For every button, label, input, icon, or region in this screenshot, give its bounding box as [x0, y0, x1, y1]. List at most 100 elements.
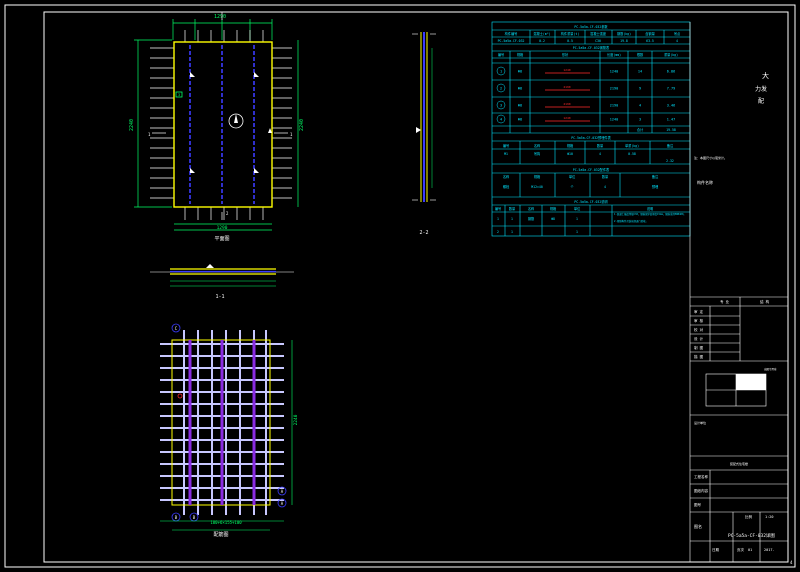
t1-h2: 构件重量(t) — [561, 31, 580, 36]
t3-h1: 名称 — [534, 143, 541, 148]
left-rebar-stubs — [150, 47, 174, 199]
t3-h5: 备注 — [667, 143, 674, 148]
t3-r3: 4 — [599, 152, 601, 156]
grid-a: A — [281, 489, 284, 494]
t4-r1: M12×40 — [531, 185, 543, 189]
tb-col1: 专 业 — [720, 299, 730, 304]
plan-right-dim: 2240 — [299, 119, 305, 131]
section-mark-1-right: 1 — [290, 132, 293, 137]
t2-r3-c0: 4 — [500, 118, 502, 122]
t2-r3-c2: 1240 — [563, 116, 570, 120]
t1-r2: 0.5 — [567, 39, 573, 43]
t2-r1-c5: 7.79 — [667, 87, 675, 91]
t5-h0: 编号 — [495, 206, 501, 211]
t1-r6: 4 — [676, 39, 678, 43]
t2-h2: 形状 — [562, 52, 569, 57]
t2-h1: 规格 — [517, 52, 524, 57]
t5-r1-note: 2.预制构件吊装前须进行验收。 — [614, 219, 648, 223]
t5-r0-note: 1.混凝土强度等级C30，钢筋保护层厚度15mm，钢筋采用HRB400。 — [614, 212, 686, 216]
t5-h2: 名称 — [528, 206, 535, 211]
tb-drawing-no-label: 图号 — [694, 502, 702, 507]
t2-h3: 长度(mm) — [607, 52, 621, 57]
t2-r3-c1: Φ8 — [518, 118, 522, 122]
t3-r2: Φ10 — [567, 152, 573, 156]
section-2-2: 2-2 — [412, 32, 436, 236]
t3-title: PC-5a5a-CF-032预埋件表 — [571, 135, 611, 140]
t1-r1: 0.2 — [539, 39, 545, 43]
right-rebar-stubs — [272, 47, 292, 199]
section-1-label: 1-1 — [215, 294, 224, 300]
tb-project-title: 工程名称 — [694, 474, 708, 479]
t5-r1-c1: 1 — [511, 230, 513, 234]
t2-r0-c4: 14 — [638, 70, 642, 74]
t2-h0: 编号 — [498, 52, 504, 57]
notes-area: 大 力发 配 注：本图尺寸以毫米计。 构件名称 — [694, 71, 769, 185]
tb-sheet-label: 页次 — [737, 547, 745, 552]
t3-total: 2.32 — [666, 159, 674, 163]
plan-left-dim: 2240 — [129, 119, 135, 131]
t1-h5: 含钢量 — [645, 31, 655, 36]
t5-r1-c4: 1 — [576, 230, 578, 234]
t5-r0-c3: Φ8 — [551, 217, 555, 221]
t4-r4: 预埋 — [652, 184, 659, 189]
rebar-bottom-detail-dim: 100+6×155+100 — [210, 520, 242, 525]
tb-content-label: 图纸内容 — [694, 488, 708, 493]
tb-project-value: 装配式住宅楼 — [730, 461, 748, 466]
plan-top-dim: 1290 — [214, 14, 226, 20]
t1-title: PC-5a5a-CF-032参数 — [574, 24, 608, 29]
t2-r0-c3: 1240 — [610, 70, 618, 74]
rebar-layout: C A A B B 2240 100+6×155+100 配筋图 — [160, 323, 299, 538]
t4-r2: 个 — [570, 185, 574, 189]
t3-r4: 0.58 — [628, 152, 636, 156]
tb-col2: 结 构 — [760, 299, 770, 304]
tb-date-value: 2017. — [764, 548, 775, 552]
tb-scale: 1:20 — [765, 515, 773, 519]
t2-r1-c1: Φ8 — [518, 87, 522, 91]
section-mark-2: 2 — [226, 211, 229, 216]
tb-row-0: 审 定 — [694, 309, 704, 314]
t1-h6: 吊点 — [674, 31, 681, 36]
t2-r3-c5: 1.47 — [667, 118, 675, 122]
t4-h4: 备注 — [652, 174, 659, 179]
t5-title: PC-5a5a-CF-032说明 — [574, 199, 607, 204]
tb-title-label: 图名 — [694, 523, 702, 529]
t4-r3: 4 — [604, 185, 606, 189]
t4-title: PC-5a5a-CF-032配件表 — [573, 167, 610, 172]
tb-row-2: 校 对 — [694, 327, 704, 332]
rebar-right-dim: 2240 — [293, 414, 299, 425]
t2-title: PC-5a5a-CF-032钢筋表 — [573, 45, 610, 50]
tb-row-3: 设 计 — [694, 336, 704, 341]
t2-r0-c1: Φ8 — [518, 70, 522, 74]
t1-h0: 构件编号 — [505, 31, 518, 36]
t2-r2-c5: 3.46 — [667, 104, 675, 108]
note-big-2: 力发 — [755, 85, 767, 93]
t1-r3: C30 — [595, 39, 601, 43]
t1-r5: 63.5 — [646, 39, 654, 43]
t2-r2-c2: 2190 — [563, 102, 570, 106]
t2-r1-c3: 2190 — [610, 87, 618, 91]
plan-bottom-dim: 1290 — [217, 225, 228, 231]
tb-date-label: 日期 — [712, 547, 720, 552]
t2-r3-c4: 3 — [639, 118, 641, 122]
tb-row-4: 制 图 — [694, 345, 704, 350]
inner-frame — [43, 11, 789, 563]
corner-mark: 4 — [790, 560, 793, 565]
t5-h1: 数量 — [509, 206, 516, 211]
t3-h0: 编号 — [503, 143, 509, 148]
t5-r1-c0: 2 — [497, 230, 499, 234]
t2-total: 19.58 — [666, 128, 676, 132]
t3-h3: 数量 — [597, 143, 604, 148]
t4-h0: 名称 — [503, 174, 510, 179]
project-label: 构件名称 — [697, 179, 713, 185]
t2-h4: 根数 — [637, 52, 644, 57]
t2-r0-c5: 6.86 — [667, 70, 675, 74]
t1-r0: PC-5a5a-CF-032 — [498, 39, 525, 43]
t2-r2-c0: 3 — [500, 104, 502, 108]
grid-c: C — [175, 326, 178, 331]
t4-h3: 数量 — [602, 174, 609, 179]
marker-3: 3 — [178, 93, 180, 97]
t2-r2-c1: Φ8 — [518, 104, 522, 108]
note-big-3: 配 — [758, 98, 764, 105]
grid-a-2: A — [281, 501, 284, 506]
